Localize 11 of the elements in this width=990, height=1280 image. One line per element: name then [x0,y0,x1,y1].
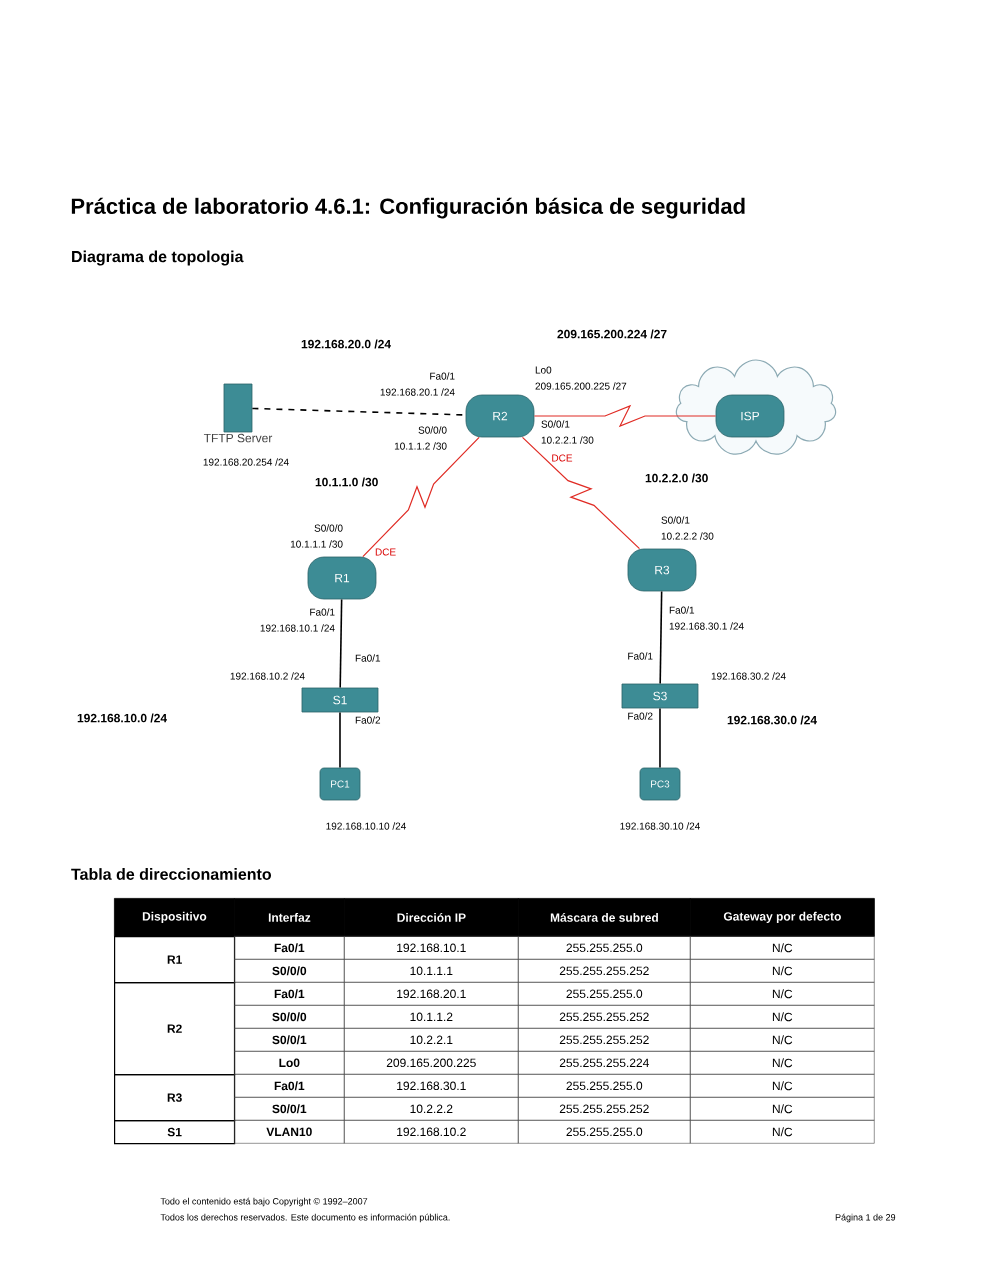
serial-link [521,436,641,550]
network-link [659,707,661,769]
title: Práctica de laboratorio 4.6.1: Configuración básica de seguridad [71,197,745,219]
network-link [251,407,467,416]
serial-link [362,436,480,558]
section-heading: Tabla de direccionamiento [71,868,271,880]
network-link [659,590,663,685]
serial-link [533,404,717,428]
section-heading: Diagrama de topologia [72,250,244,266]
network-link [339,598,343,689]
network-link [339,711,341,769]
